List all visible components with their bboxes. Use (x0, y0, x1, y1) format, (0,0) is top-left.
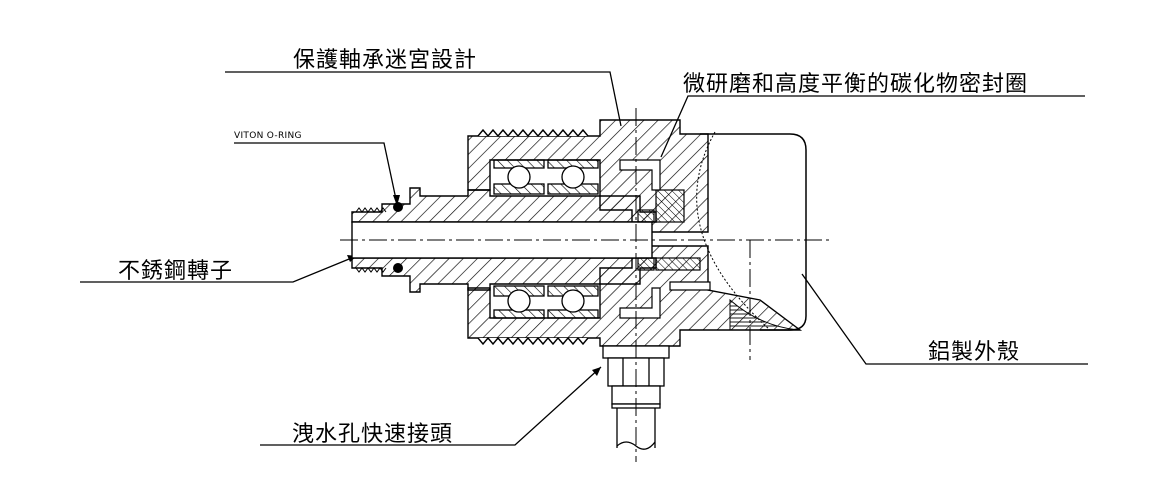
housing-outline (696, 131, 807, 331)
label-viton-o-ring: VITON O-RING (234, 131, 302, 141)
bearings (493, 159, 599, 319)
label-labyrinth-design: 保護軸承迷宮設計 (293, 48, 478, 73)
leader-labyrinth (225, 71, 622, 127)
bearing-bottom-right (547, 285, 599, 319)
carbide-seal (619, 159, 711, 319)
bearing-top-right (547, 159, 599, 195)
leader-oring (234, 142, 398, 205)
leader-housing (801, 273, 1088, 365)
o-ring-top (393, 202, 403, 212)
centre-lines (340, 108, 830, 462)
label-stainless-rotor: 不銹鋼轉子 (118, 259, 234, 284)
bearing-bottom-left (493, 285, 545, 319)
leader-carbide (660, 95, 1085, 158)
o-ring-bottom (393, 263, 403, 273)
label-aluminium-housing: 鋁製外殼 (928, 340, 1021, 365)
label-drain-fitting: 洩水孔快速接頭 (292, 422, 454, 447)
leader-rotor (80, 256, 355, 283)
bearing-top-left (493, 159, 545, 195)
label-carbide-seal: 微研磨和高度平衡的碳化物密封圈 (683, 72, 1029, 97)
leader-drain (260, 366, 602, 446)
